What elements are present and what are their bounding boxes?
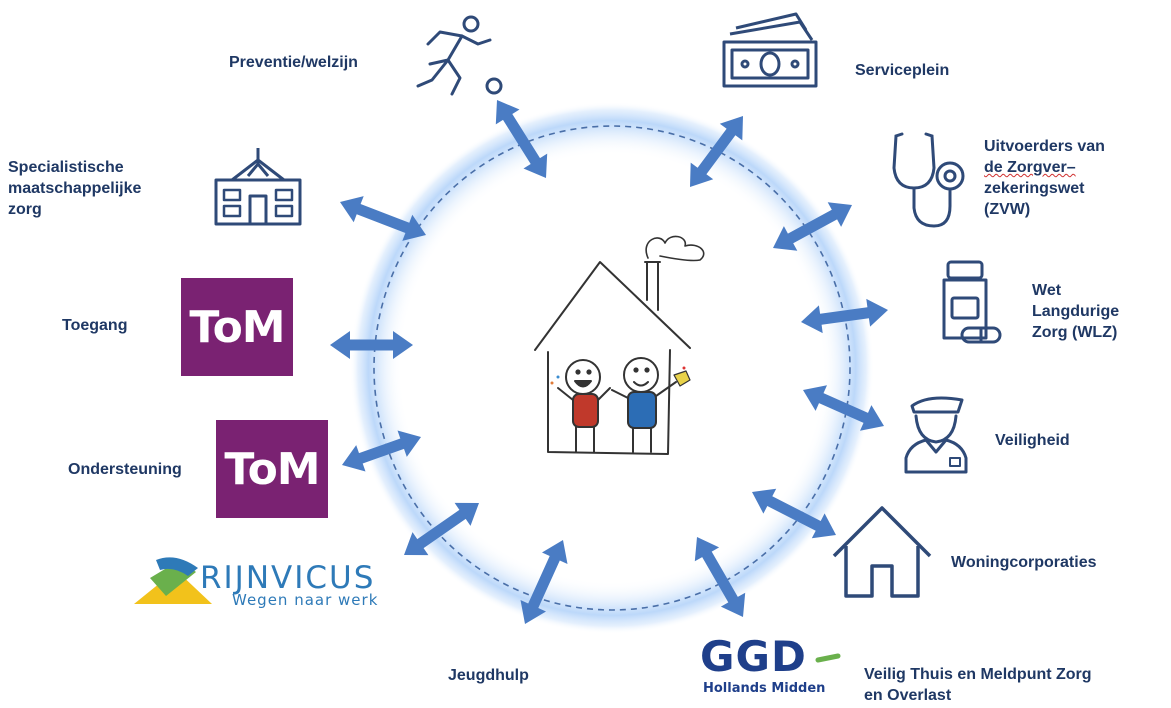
house-outline-icon	[832, 506, 932, 598]
arrow-ondersteuning	[342, 430, 421, 472]
ggd-logo-accent	[815, 653, 841, 663]
label-uitvoerders: Uitvoerders van de Zorgver– zekeringswet…	[984, 136, 1105, 220]
stethoscope-icon	[892, 132, 965, 228]
arrows-group	[330, 100, 888, 624]
label-line: zekeringswet	[984, 180, 1085, 197]
ggd-logo-name: GGD	[700, 632, 807, 681]
arrow-uitvoerders	[773, 202, 852, 251]
arrow-jeugdhulp	[520, 540, 568, 624]
label-line: zorg	[8, 201, 42, 218]
label-ondersteuning: Ondersteuning	[68, 461, 182, 478]
arrow-woningcorporaties	[752, 488, 836, 539]
arrow-preventie	[495, 100, 548, 178]
rijnvicus-logo-tagline: Wegen naar werk	[232, 591, 379, 609]
rijnvicus-logo-name: RIJNVICUS	[200, 560, 376, 596]
ring-dashed	[373, 125, 851, 611]
label-line: Veilig Thuis en Meldpunt Zorg	[864, 666, 1092, 683]
label-preventie: Preventie/welzijn	[229, 54, 358, 71]
arrow-wlz	[801, 298, 888, 334]
label-line: Uitvoerders van	[984, 138, 1105, 155]
label-woningcorporaties: Woningcorporaties	[951, 554, 1097, 571]
label-specialistisch: Specialistische maatschappelijke zorg	[8, 157, 141, 220]
school-building-icon	[214, 148, 302, 226]
label-line: (ZVW)	[984, 201, 1031, 218]
arrow-ggd	[694, 537, 746, 617]
arrow-specialistisch	[340, 196, 426, 241]
label-line: en Overlast	[864, 687, 952, 704]
label-line: Zorg (WLZ)	[1032, 324, 1118, 341]
house-with-family-drawing-icon	[534, 235, 705, 455]
label-wlz: Wet Langdurige Zorg (WLZ)	[1032, 280, 1119, 343]
ring-glow	[350, 102, 874, 634]
rijnvicus-logo-icon	[134, 557, 212, 604]
police-officer-icon	[904, 396, 968, 474]
label-line: Wet	[1032, 282, 1062, 299]
label-line: Langdurige	[1032, 303, 1120, 320]
ggd-logo-sub: Hollands Midden	[703, 681, 826, 696]
arrow-rijnvicus	[404, 502, 479, 556]
tom-logo-toegang: ToM	[181, 278, 293, 376]
medicine-bottle-icon	[942, 260, 1002, 344]
label-veiligheid: Veiligheid	[995, 432, 1070, 449]
label-veilig-thuis: Veilig Thuis en Meldpunt Zorg en Overlas…	[864, 664, 1092, 706]
arrow-veiligheid	[803, 385, 884, 431]
tom-logo-ondersteuning: ToM	[216, 420, 328, 518]
label-serviceplein: Serviceplein	[855, 62, 950, 79]
arrow-serviceplein	[690, 116, 743, 187]
label-toegang: Toegang	[62, 317, 128, 334]
label-line: Specialistische	[8, 159, 124, 176]
label-jeugdhulp: Jeugdhulp	[448, 667, 529, 684]
soccer-player-icon	[416, 15, 503, 96]
arrow-toegang	[330, 331, 413, 359]
money-bill-icon	[722, 12, 818, 88]
label-line: maatschappelijke	[8, 180, 142, 197]
label-line: de Zorgver–	[984, 159, 1076, 176]
